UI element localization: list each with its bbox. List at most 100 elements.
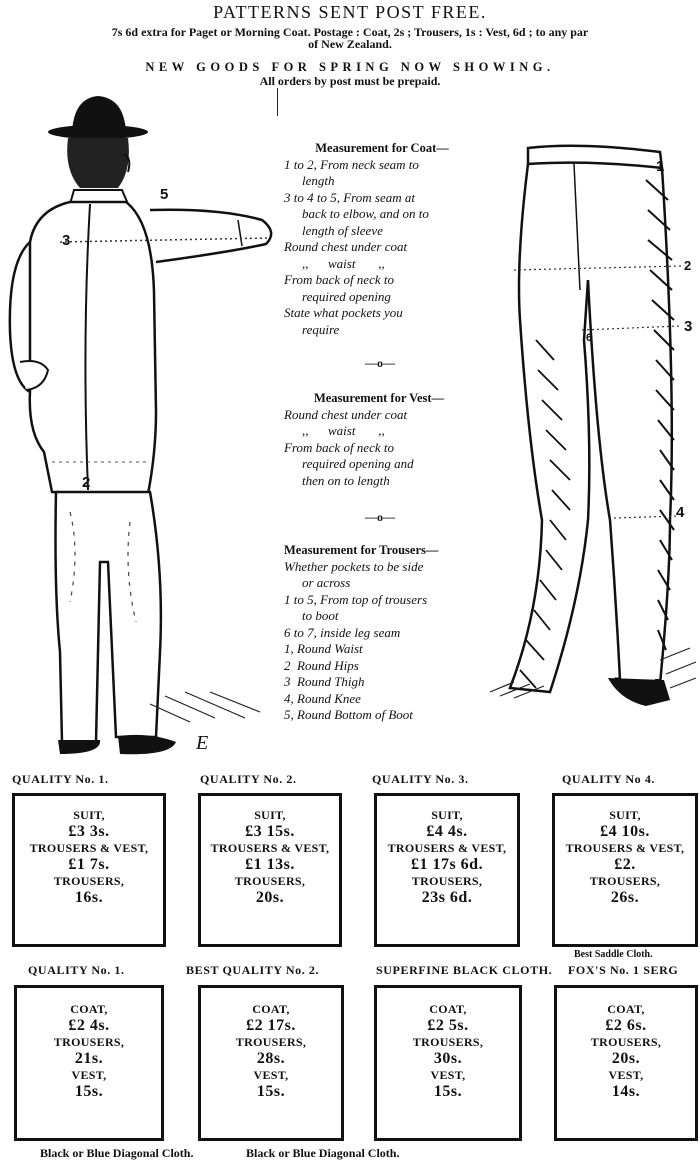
trousers-vest-label: TROUSERS & VEST, [387, 841, 507, 855]
vest-price: 14s. [611, 1083, 641, 1100]
trousers-line: 3 Round Thigh [284, 674, 365, 689]
trousers-label: TROUSERS, [412, 1035, 484, 1049]
trousers-marker-6: 6 [586, 332, 593, 344]
quality-label: QUALITY No 4. [562, 772, 656, 786]
trousers-line: 6 to 7, inside leg seam [284, 624, 401, 640]
saddle-cloth-note: Best Saddle Cloth. [574, 949, 653, 960]
coat-marker-3: 3 [62, 232, 71, 249]
trousers-vest-label: TROUSERS & VEST, [565, 841, 685, 855]
vest-price: 15s. [74, 1083, 104, 1100]
vest-line: ,, waist ,, [302, 423, 385, 438]
header-divider [277, 88, 278, 116]
trousers-marker-2: 2 [684, 258, 692, 273]
coat-line: back to elbow, and on to [302, 206, 429, 221]
vest-label: VEST, [71, 1068, 107, 1082]
spring-banner: NEW GOODS FOR SPRING NOW SHOWING. [145, 60, 555, 74]
trousers-line: Whether pockets to be side [284, 558, 424, 574]
trousers-line: 4, Round Knee [284, 690, 361, 706]
suit-label: SUIT, [254, 808, 286, 822]
trousers-label: TROUSERS, [235, 1035, 307, 1049]
trousers-price: 20s. [611, 1050, 641, 1067]
trousers-label: TROUSERS, [411, 874, 483, 888]
trousers-vest-price: £2. [614, 856, 636, 873]
price-box-suit-q2: SUIT, £3 15s. TROUSERS & VEST, £1 13s. T… [198, 793, 342, 947]
trousers-illustration [489, 144, 697, 706]
coat-line: State what pockets you [284, 305, 403, 320]
coat-marker-2: 2 [82, 474, 91, 491]
vest-label: VEST, [253, 1068, 289, 1082]
coat-measurement-block: Measurement for Coat— 1 to 2, From neck … [284, 140, 480, 338]
quality-label: QUALITY No. 3. [372, 772, 469, 786]
trousers-price: 23s 6d. [421, 889, 473, 906]
vest-measurement-title: Measurement for Vest— [313, 391, 445, 405]
price-box-coat-q4: COAT, £2 6s. TROUSERS, 20s. VEST, 14s. [554, 985, 698, 1141]
trousers-price: 30s. [433, 1050, 463, 1067]
price-box-suit-q4: SUIT, £4 10s. TROUSERS & VEST, £2. TROUS… [552, 793, 698, 947]
trousers-label: TROUSERS, [53, 874, 125, 888]
vest-line: Round chest under coat [284, 406, 408, 422]
trousers-vest-label: TROUSERS & VEST, [210, 841, 330, 855]
trousers-price: 16s. [74, 889, 104, 906]
trousers-label: TROUSERS, [590, 1035, 662, 1049]
vest-line: required opening and [302, 456, 414, 471]
trousers-line: to boot [302, 608, 339, 623]
trousers-label: TROUSERS, [53, 1035, 125, 1049]
suit-label: SUIT, [609, 808, 641, 822]
trousers-marker-3: 3 [684, 318, 693, 335]
coat-marker-5: 5 [160, 186, 169, 203]
vest-price: 15s. [256, 1083, 286, 1100]
engraver-signature: E [196, 732, 209, 754]
suit-price: £3 15s. [245, 823, 295, 840]
trousers-price: 21s. [74, 1050, 104, 1067]
trousers-vest-price: £1 17s 6d. [410, 856, 484, 873]
coat-label: COAT, [252, 1002, 290, 1016]
suit-price: £4 10s. [600, 823, 650, 840]
vest-label: VEST, [430, 1068, 466, 1082]
man-illustration [8, 96, 273, 755]
postage-line-1: 7s 6d extra for Paget or Morning Coat. P… [111, 25, 589, 39]
vest-line: then on to length [302, 472, 390, 488]
coat-line: Round chest under coat [284, 239, 408, 254]
vest-line: From back of neck to [284, 439, 394, 455]
coat-price: £2 4s. [68, 1017, 110, 1034]
postage-line-2: of New Zealand. [308, 37, 392, 51]
trousers-label: TROUSERS, [234, 874, 306, 888]
coat-line: From back of neck to [284, 272, 394, 287]
prepaid-note: All orders by post must be prepaid. [259, 74, 441, 88]
footer-note-left: Black or Blue Diagonal Cloth. [40, 1146, 194, 1160]
coat-line: required opening [302, 288, 391, 304]
footer-note-right: Black or Blue Diagonal Cloth. [246, 1146, 400, 1160]
trousers-line: 5, Round Bottom of Boot [284, 707, 413, 722]
coat-measurement-title: Measurement for Coat— [315, 141, 449, 155]
coat-line: ,, waist ,, [302, 255, 385, 271]
separator: —o— [365, 356, 395, 370]
coat-line: 3 to 4 to 5, From seam at [284, 189, 415, 205]
trousers-marker-1: 1 [656, 158, 665, 175]
trousers-vest-price: £1 7s. [68, 856, 110, 873]
vest-price: 15s. [433, 1083, 463, 1100]
coat-price: £2 5s. [427, 1017, 469, 1034]
price-box-coat-q1: COAT, £2 4s. TROUSERS, 21s. VEST, 15s. [14, 985, 164, 1141]
quality-label: QUALITY No. 1. [12, 772, 109, 786]
trousers-price: 26s. [610, 889, 640, 906]
coat-label: COAT, [429, 1002, 467, 1016]
coat-label: COAT, [607, 1002, 645, 1016]
quality-label: SUPERFINE BLACK CLOTH. [376, 963, 553, 977]
suit-price: £4 4s. [426, 823, 468, 840]
postage-note: 7s 6d extra for Paget or Morning Coat. P… [30, 26, 670, 50]
trousers-price: 28s. [256, 1050, 286, 1067]
quality-label: QUALITY No. 1. [28, 963, 125, 977]
trousers-price: 20s. [255, 889, 285, 906]
quality-label: FOX'S No. 1 SERG [568, 963, 679, 977]
trousers-line: 2 Round Hips [284, 657, 359, 673]
coat-price: £2 17s. [246, 1017, 296, 1034]
trousers-measurement-title: Measurement for Trousers— [284, 543, 439, 557]
trousers-marker-5: 5 [654, 676, 662, 691]
suit-label: SUIT, [431, 808, 463, 822]
price-box-suit-q3: SUIT, £4 4s. TROUSERS & VEST, £1 17s 6d.… [374, 793, 520, 947]
coat-line: length of sleeve [302, 222, 383, 238]
trousers-measurement-block: Measurement for Trousers— Whether pocket… [284, 542, 480, 724]
quality-label: QUALITY No. 2. [200, 772, 297, 786]
trousers-vest-label: TROUSERS & VEST, [29, 841, 149, 855]
price-box-suit-q1: SUIT, £3 3s. TROUSERS & VEST, £1 7s. TRO… [12, 793, 166, 947]
